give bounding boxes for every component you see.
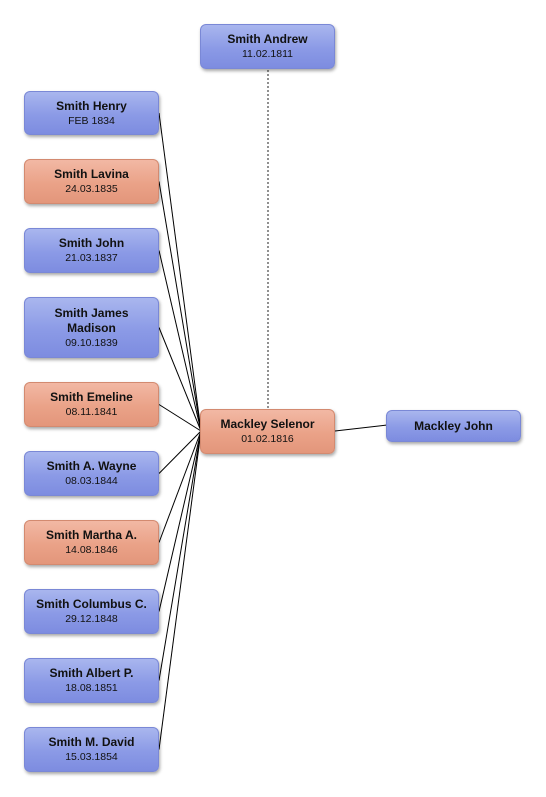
person-date: FEB 1834 [68, 114, 115, 127]
person-node-father[interactable]: Smith Andrew 11.02.1811 [200, 24, 335, 69]
child-link-line [158, 430, 202, 543]
person-date: 01.02.1816 [241, 433, 294, 445]
person-node-child[interactable]: Smith M. David 15.03.1854 [24, 727, 159, 772]
person-node-child[interactable]: Smith A. Wayne 08.03.1844 [24, 451, 159, 496]
child-link-line [158, 404, 202, 432]
person-node-child[interactable]: Smith Emeline 08.11.1841 [24, 382, 159, 427]
person-name: Mackley John [414, 418, 493, 433]
person-node-mother-father[interactable]: Mackley John [386, 410, 521, 442]
child-link-line [158, 430, 202, 681]
child-link-line [158, 430, 202, 612]
person-node-child[interactable]: Smith Columbus C. 29.12.1848 [24, 589, 159, 634]
child-link-line [158, 430, 202, 474]
person-date: 14.08.1846 [65, 544, 118, 556]
person-name: Smith M. David [48, 735, 135, 749]
person-date: 15.03.1854 [65, 751, 118, 763]
person-node-child[interactable]: Smith Martha A. 14.08.1846 [24, 520, 159, 565]
person-date: 09.10.1839 [65, 336, 118, 349]
person-name: Smith Columbus C. [36, 597, 147, 611]
person-date: 29.12.1848 [65, 613, 118, 625]
person-name: Mackley Selenor [220, 417, 315, 431]
person-node-mother[interactable]: Mackley Selenor 01.02.1816 [200, 409, 335, 454]
person-name: Smith A. Wayne [46, 459, 137, 473]
person-name: Smith Andrew [227, 32, 308, 46]
person-name: Smith Henry [56, 98, 127, 113]
person-date: 18.08.1851 [65, 682, 118, 694]
person-date: 11.02.1811 [242, 48, 293, 60]
child-link-line [158, 250, 202, 432]
person-date: 21.03.1837 [65, 252, 118, 264]
person-name: Smith James Madison [54, 305, 129, 335]
parent-link-line [334, 424, 388, 432]
person-name: Smith John [58, 236, 125, 250]
person-node-child[interactable]: Smith John 21.03.1837 [24, 228, 159, 273]
person-date: 08.03.1844 [65, 475, 118, 487]
person-node-child[interactable]: Smith Lavina 24.03.1835 [24, 159, 159, 204]
person-name: Smith Albert P. [49, 666, 134, 680]
child-link-line [158, 327, 202, 432]
person-name: Smith Martha A. [46, 528, 137, 542]
person-name: Smith Lavina [54, 167, 129, 181]
person-date: 08.11.1841 [65, 406, 118, 418]
person-date: 24.03.1835 [65, 183, 118, 195]
person-name: Smith Emeline [50, 390, 133, 404]
child-link-line [158, 112, 202, 432]
child-link-line [158, 430, 202, 750]
child-link-line [158, 181, 202, 432]
person-node-child[interactable]: Smith Albert P. 18.08.1851 [24, 658, 159, 703]
